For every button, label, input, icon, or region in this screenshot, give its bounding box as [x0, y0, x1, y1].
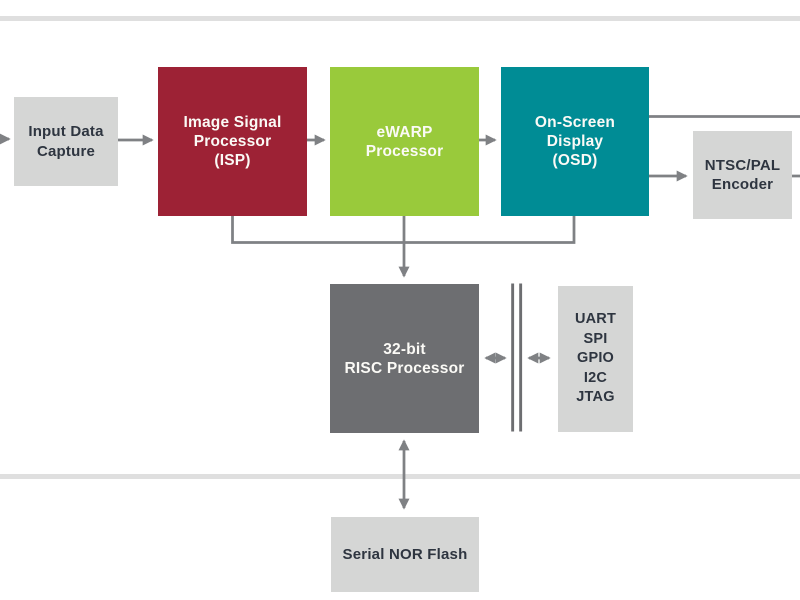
peripheral-bus-bars: [511, 283, 523, 432]
block-label-line: Image Signal: [183, 114, 282, 131]
peripheral-bus-bar-right: [519, 283, 523, 432]
block-label-line: Capture: [36, 142, 96, 160]
block-label-line: (OSD): [552, 152, 598, 169]
block-peripheral-ports: UART SPI GPIO I2C JTAG: [558, 286, 633, 432]
block-risc-processor: 32-bit RISC Processor: [330, 284, 479, 433]
block-label-line: GPIO: [576, 350, 615, 367]
block-label-line: eWARP: [376, 123, 433, 141]
chip-boundary-top-rule: [0, 16, 800, 21]
block-label-line: On-Screen: [534, 114, 616, 131]
block-ntsc-pal-encoder: NTSC/PAL Encoder: [693, 131, 792, 219]
block-label-line: Encoder: [711, 176, 774, 193]
peripheral-bus-bar-left: [511, 283, 515, 432]
block-isp: Image Signal Processor (ISP): [158, 67, 307, 216]
block-osd: On-Screen Display (OSD): [501, 67, 649, 216]
block-label-line: 32-bit: [383, 340, 426, 358]
block-label-line: SPI: [583, 330, 608, 347]
block-ewarp: eWARP Processor: [330, 67, 479, 216]
block-input-data-capture: Input Data Capture: [14, 97, 118, 186]
block-label-line: Processor: [365, 142, 444, 160]
block-label-line: (ISP): [214, 152, 251, 169]
block-label-line: Serial NOR Flash: [342, 545, 468, 563]
block-label-line: UART: [574, 311, 617, 328]
block-label-line: NTSC/PAL: [704, 156, 781, 174]
block-label-line: Display: [546, 133, 604, 150]
block-label-line: Processor: [193, 133, 272, 150]
block-label-line: JTAG: [576, 389, 615, 406]
block-label-line: I2C: [583, 369, 608, 386]
connectors: [0, 115, 800, 510]
block-serial-nor-flash: Serial NOR Flash: [331, 517, 479, 592]
block-label-line: Input Data: [28, 123, 104, 140]
block-label-line: RISC Processor: [344, 359, 465, 377]
